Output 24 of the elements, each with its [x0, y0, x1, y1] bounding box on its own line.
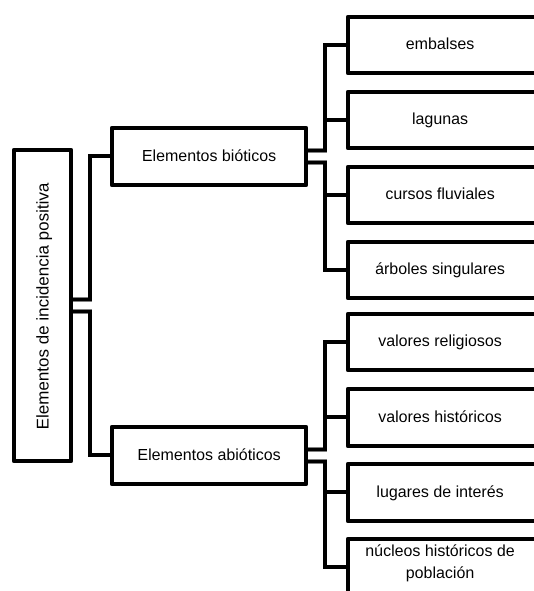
category-box: [110, 425, 308, 486]
connector-line: [73, 310, 110, 457]
node-label: embalses: [404, 35, 476, 55]
item-box: [346, 15, 534, 75]
item-box: [346, 537, 534, 591]
item-box: [346, 165, 534, 225]
node-label: lagunas: [410, 110, 470, 130]
node-label: Elementos bióticos: [140, 146, 278, 166]
connector-line: [73, 154, 110, 302]
item-box: [346, 90, 534, 150]
node-label: cursos fluviales: [384, 185, 496, 205]
item-box: [346, 462, 534, 523]
item-box: [346, 312, 534, 372]
item-box: [346, 240, 534, 300]
category-box: [110, 126, 308, 187]
item-box: [346, 387, 534, 448]
root-box: [12, 148, 73, 463]
node-label: valores históricos: [377, 408, 503, 428]
node-label: lugares de interés: [375, 482, 505, 502]
node-label: valores religiosos: [377, 332, 503, 352]
node-label: Elementos abióticos: [136, 446, 282, 466]
node-label: Elementos de incidencia positiva: [32, 181, 53, 431]
node-label: árboles singulares: [374, 260, 506, 280]
node-label: núcleos históricos de población: [364, 542, 516, 584]
